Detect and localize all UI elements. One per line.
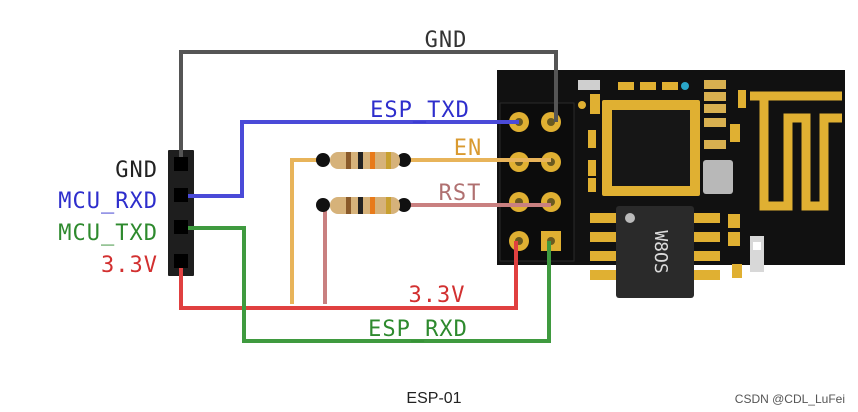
header-label-3v3: 3.3V: [101, 253, 158, 278]
wire-esp-rxd: [188, 226, 551, 343]
mcu-pin-rxd: [174, 188, 188, 202]
flash-chip-label: W8OS: [650, 230, 671, 273]
mcu-pin-txd: [174, 220, 188, 234]
wire-rst-left: [318, 203, 327, 304]
wire-label-esp-rxd: ESP_RXD: [368, 317, 468, 342]
header-label-gnd: GND: [115, 158, 158, 183]
mcu-pin-gnd: [174, 157, 188, 171]
wire-en-left: [290, 158, 318, 304]
mcu-pin-3v3: [174, 254, 188, 268]
antenna-trace: [759, 91, 842, 211]
wire-3v3: [179, 241, 518, 310]
esp8266-chip: [602, 100, 700, 196]
esp-header-pins: [499, 102, 575, 262]
diagram-caption: ESP-01: [406, 390, 461, 407]
crystal: [703, 160, 733, 194]
header-label-mcu-txd: MCU_TXD: [58, 221, 158, 246]
esp01-board: W8OS: [497, 70, 845, 298]
wire-label-en: EN: [454, 136, 483, 161]
header-label-mcu-rxd: MCU_RXD: [58, 189, 158, 214]
mcu-header-connector: [168, 150, 194, 276]
smd-components: [578, 80, 764, 278]
wire-label-esp-txd: ESP_TXD: [370, 98, 470, 123]
wire-label-3v3: 3.3V: [409, 283, 466, 308]
watermark: CSDN @CDL_LuFei: [735, 392, 845, 406]
resistor-rst: [316, 197, 411, 214]
wire-label-gnd: GND: [425, 28, 468, 53]
resistor-en: [316, 152, 411, 169]
wire-gnd: [179, 50, 558, 157]
wire-esp-txd: [188, 120, 519, 198]
wire-label-rst: RST: [439, 181, 482, 206]
flash-chip: W8OS: [590, 206, 720, 298]
